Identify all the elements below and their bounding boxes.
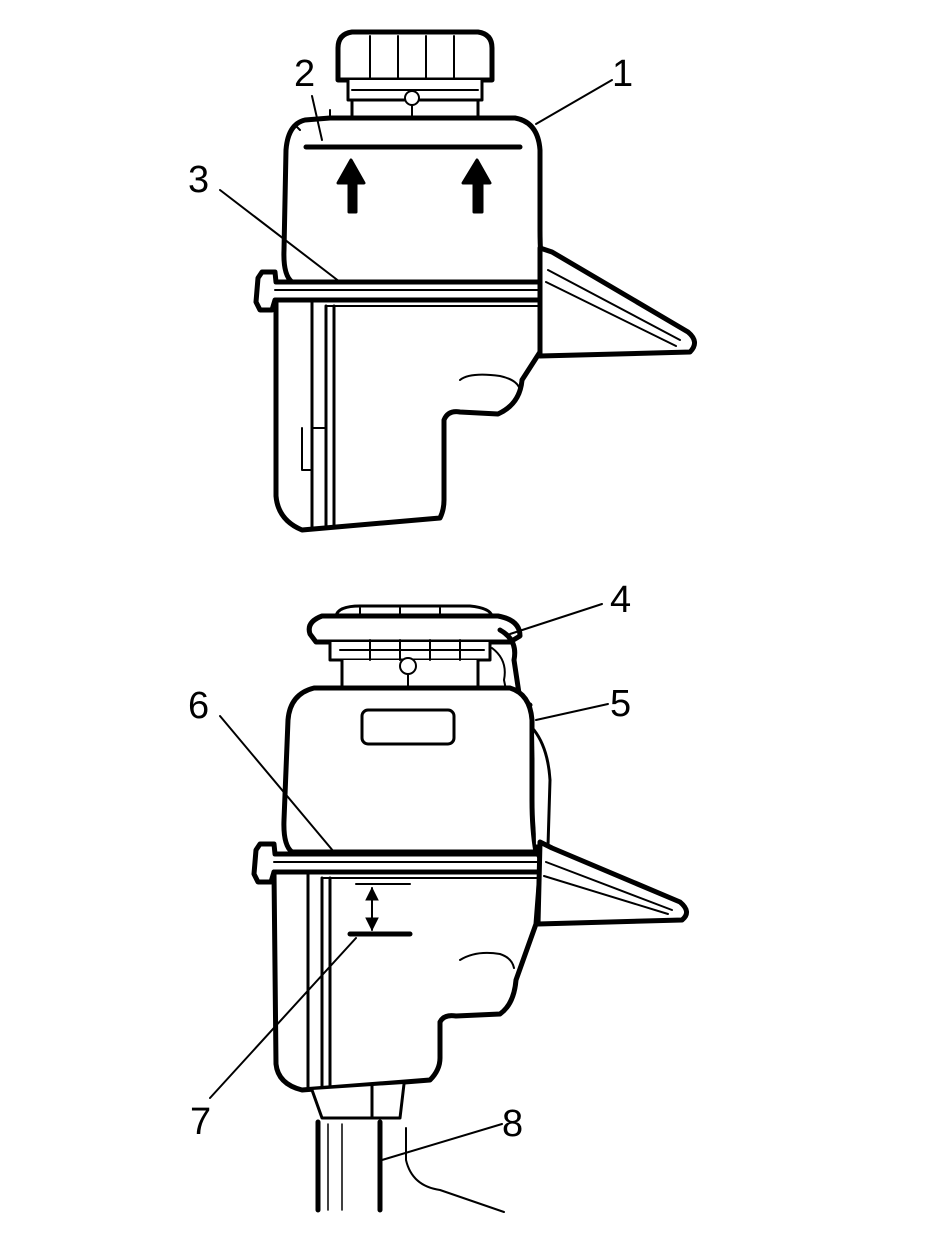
callout-8: 8 xyxy=(502,1103,523,1145)
up-arrow-right-icon xyxy=(461,158,492,214)
reservoir-top-view xyxy=(253,29,697,533)
pressure-cap-bottom xyxy=(306,604,523,690)
callout-7: 7 xyxy=(190,1101,211,1143)
reservoir-bottom-view xyxy=(251,604,689,1213)
callout-leaders xyxy=(209,79,613,1161)
tank-lower-body-bottom xyxy=(271,869,543,1093)
double-arrow-icon xyxy=(365,886,379,932)
tank-upper-body-top xyxy=(281,109,547,285)
callout-2: 2 xyxy=(294,53,315,95)
callout-6: 6 xyxy=(188,685,209,727)
fill-arrows xyxy=(336,158,492,214)
callout-4: 4 xyxy=(610,579,631,621)
tank-upper-body-bottom xyxy=(281,685,552,855)
mounting-bracket-bottom xyxy=(535,839,689,927)
filler-neck-top xyxy=(350,90,480,120)
label-plate xyxy=(360,708,456,746)
mounting-bracket-top xyxy=(537,245,697,359)
pressure-cap-top xyxy=(335,29,495,102)
callout-5: 5 xyxy=(610,683,631,725)
cap-tether xyxy=(497,627,533,708)
min-level-marking xyxy=(347,883,413,937)
tank-lower-body-top xyxy=(273,297,547,533)
callout-3: 3 xyxy=(188,159,209,201)
callout-1: 1 xyxy=(612,53,633,95)
up-arrow-left-icon xyxy=(336,158,366,214)
callout-labels: 1 2 3 4 5 6 7 8 xyxy=(188,53,633,1145)
outlet-hose xyxy=(310,1082,505,1213)
